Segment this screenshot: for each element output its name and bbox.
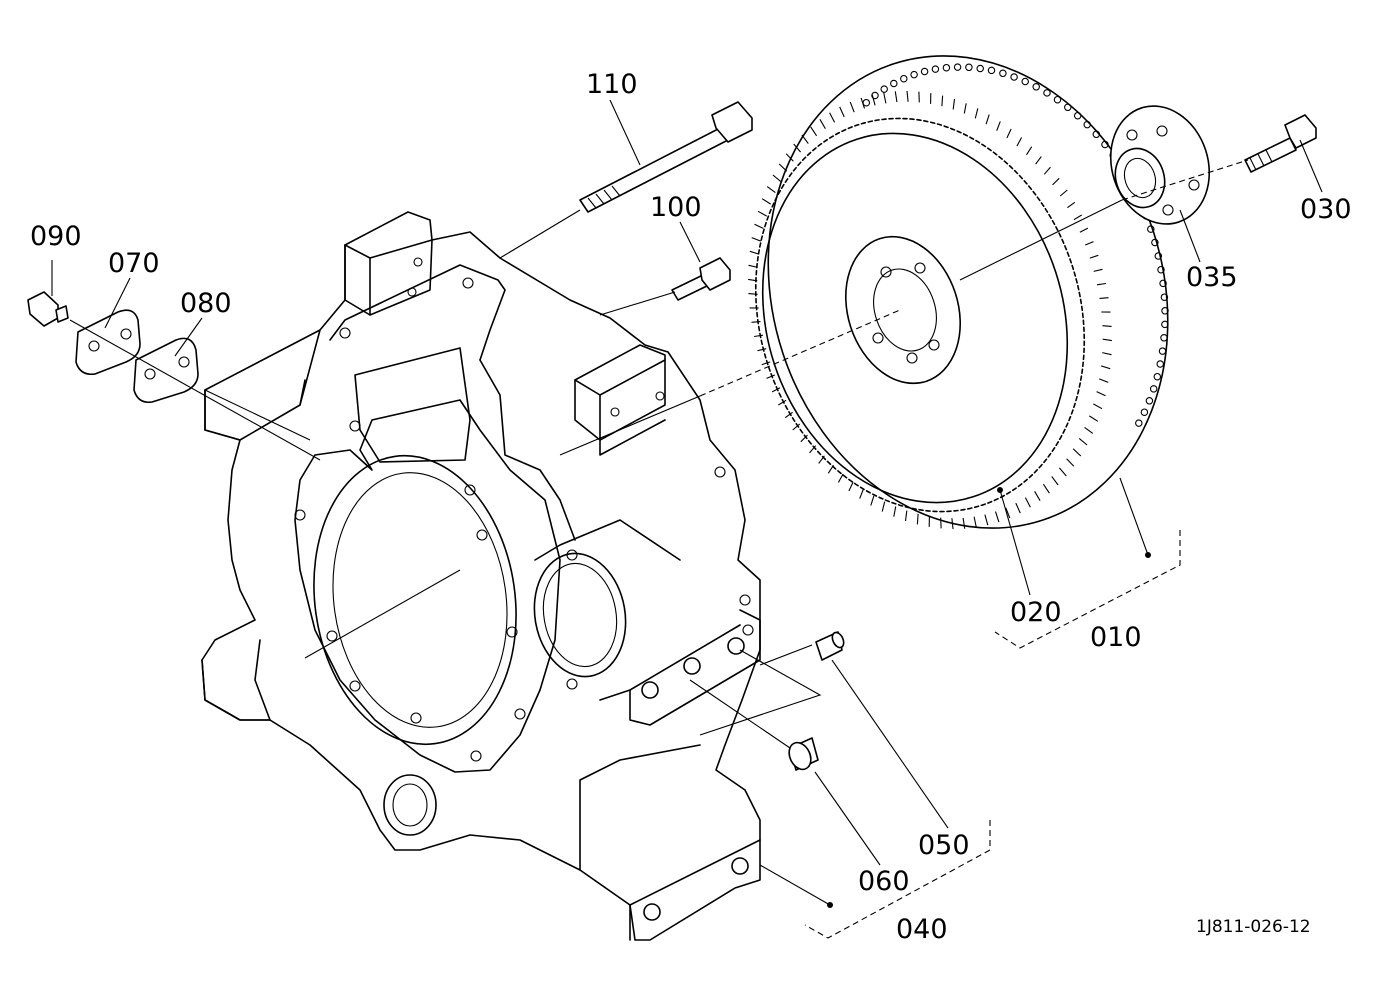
rim-hole (1158, 347, 1167, 355)
rim-hole (976, 64, 984, 73)
rim-hole (1151, 238, 1159, 247)
label-020: 020 (1010, 597, 1062, 628)
rim-hole (1073, 111, 1082, 120)
rim-hole (1145, 397, 1154, 405)
pin (815, 631, 845, 661)
rim-hole (920, 67, 929, 76)
rim-hole (1147, 225, 1155, 233)
bolt-small (671, 257, 731, 301)
label-090: 090 (30, 221, 82, 252)
flywheel-bolt-holes (872, 262, 940, 364)
label-035: 035 (1186, 262, 1238, 293)
rim-hole (1083, 120, 1091, 129)
rim-hole (1161, 307, 1169, 315)
label-040: 040 (896, 914, 948, 945)
bolt-cover (27, 291, 69, 327)
coupling-hub (1109, 105, 1211, 225)
ring-gear-teeth (748, 90, 1112, 530)
rim-hole (1064, 103, 1072, 112)
flywheel (754, 55, 1169, 529)
plug (788, 737, 819, 771)
rim-hole (890, 79, 898, 88)
rim-hole (1160, 334, 1168, 342)
label-060: 060 (858, 866, 910, 897)
label-080: 080 (180, 288, 232, 319)
rim-hole (942, 63, 951, 72)
rim-hole (871, 91, 879, 100)
rim-hole (1101, 140, 1109, 149)
rim-hole (965, 63, 973, 72)
gasket (133, 337, 199, 404)
rim-hole (1021, 77, 1029, 86)
bolt-long (579, 101, 753, 213)
center-lines (69, 159, 1249, 749)
rim-hole (1156, 360, 1164, 368)
cover (75, 309, 141, 376)
rim-hole (1135, 419, 1143, 427)
leader-lines (51, 99, 1323, 939)
rim-hole (880, 85, 888, 93)
housing-bolt-holes (294, 257, 754, 921)
label-100: 100 (650, 192, 702, 223)
gear-teeth-path (748, 90, 1112, 530)
rim-hole (1153, 372, 1162, 381)
rim-hole (1032, 83, 1040, 91)
rim-hole (1149, 385, 1158, 393)
label-010: 010 (1090, 622, 1142, 653)
label-070: 070 (108, 248, 160, 279)
flywheel-housing (201, 211, 761, 941)
label-030: 030 (1300, 194, 1352, 225)
bolt-flywheel (1244, 114, 1317, 173)
rim-hole (1010, 73, 1018, 81)
rim-hole (1161, 320, 1169, 329)
rim-hole (1154, 252, 1163, 260)
rim-hole (999, 69, 1007, 78)
rim-hole (1043, 89, 1051, 97)
label-110: 110 (586, 69, 638, 100)
rim-hole (900, 74, 908, 83)
rim-hole (1160, 293, 1169, 301)
rim-hole (931, 65, 940, 73)
rim-hole (1157, 265, 1165, 274)
rim-hole (953, 63, 962, 71)
rim-hole (1159, 279, 1167, 288)
rim-hole (1053, 95, 1062, 104)
drawing-code: 1J811-026-12 (1196, 917, 1311, 937)
part-labels: 010 020 030 035 040 050 060 070 080 090 … (30, 69, 1352, 945)
rim-hole (910, 70, 918, 79)
rim-hole (1140, 408, 1149, 416)
rim-hole (1092, 130, 1101, 139)
rim-hole (987, 66, 996, 75)
label-050: 050 (918, 830, 970, 861)
